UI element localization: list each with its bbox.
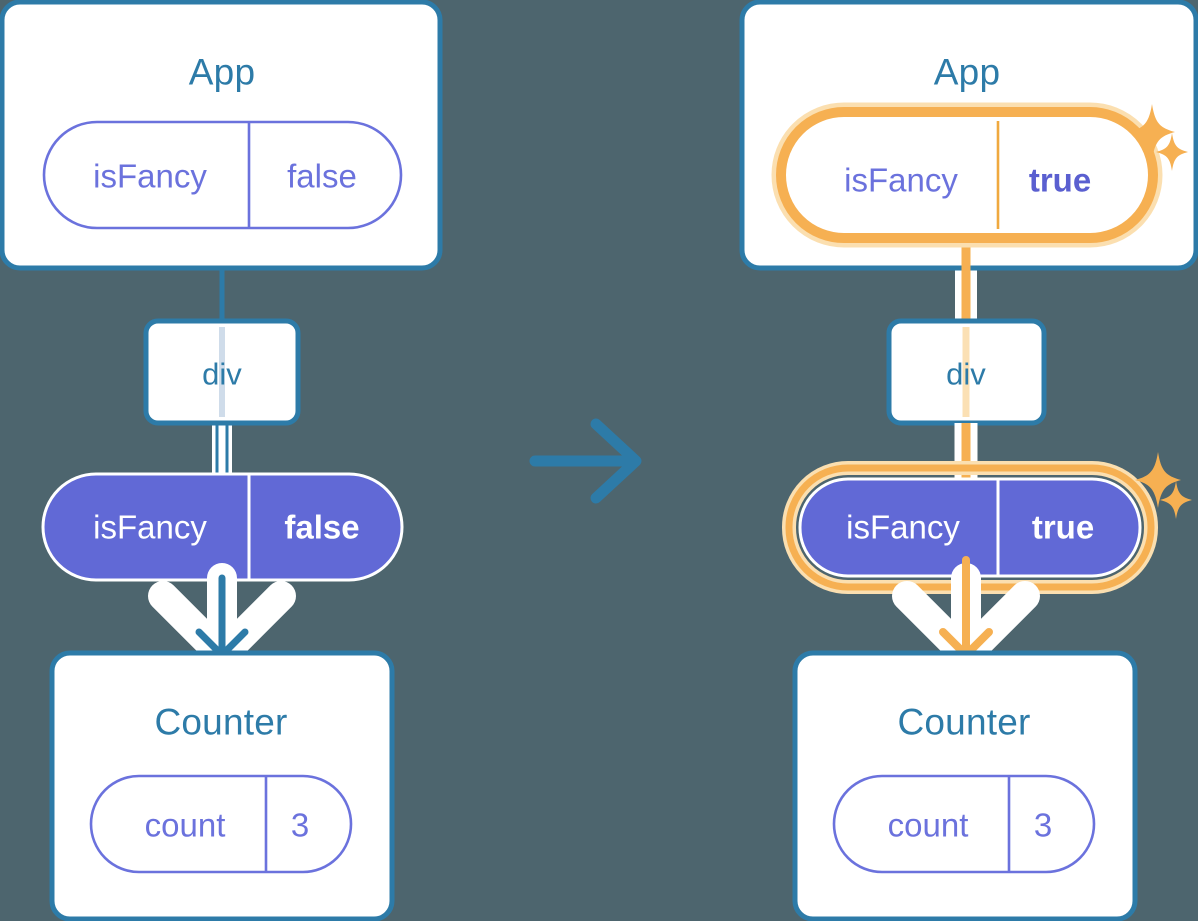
sparkle-small-icon (1156, 133, 1188, 171)
after-counter-state-pill (832, 774, 1096, 874)
before-arrow-down-group (148, 563, 296, 670)
arrow-right-icon (529, 418, 642, 504)
before-counter-state-pill (89, 774, 353, 874)
after-app-state-pill-group (771, 102, 1163, 248)
after-props-pill-group (782, 461, 1158, 594)
arrow-down-icon (195, 574, 249, 659)
sparkle-large-icon (1129, 104, 1175, 160)
before-app-state-pill (42, 120, 403, 230)
after-app-state-pill-ring (776, 107, 1158, 243)
after-app-sparkles (1129, 104, 1188, 171)
sparkle-large-icon (1135, 452, 1181, 508)
after-props-sparkles (1135, 452, 1192, 519)
sparkle-small-icon (1160, 481, 1192, 519)
transition-arrow-group (529, 418, 642, 504)
